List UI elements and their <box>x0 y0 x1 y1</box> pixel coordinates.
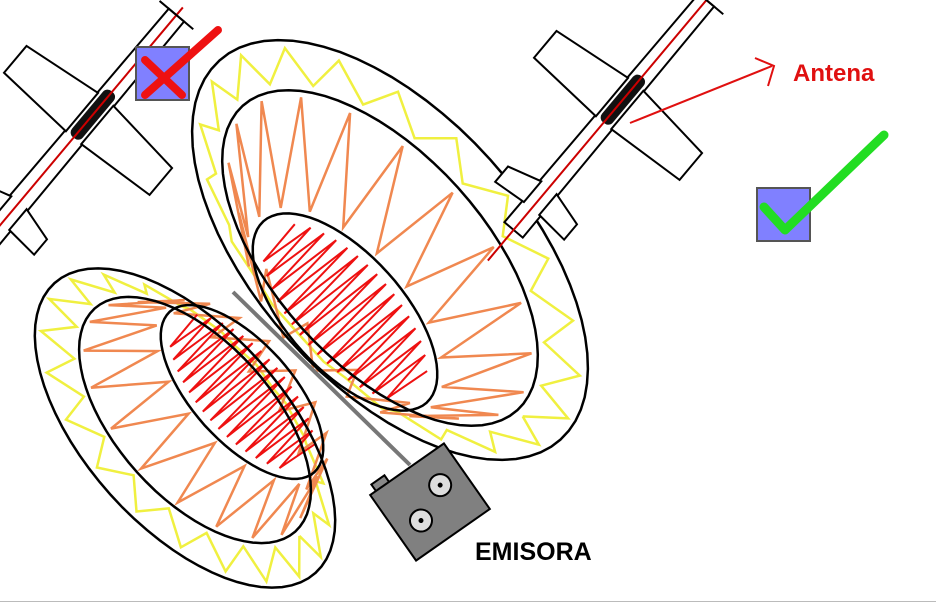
outer-field-boundary-upper <box>190 38 590 462</box>
middle-field-zigzag-upper <box>227 97 532 420</box>
middle-field-boundary-lower <box>77 295 313 545</box>
antenna-label: Antena <box>793 60 875 87</box>
transmitter-label: EMISORA <box>475 538 592 566</box>
inner-field-zigzag-lower <box>169 313 315 469</box>
transmitter <box>368 442 492 562</box>
middle-field-boundary-upper <box>220 88 540 428</box>
transmitter-antenna <box>231 290 412 467</box>
antenna-pointer-arrow <box>629 65 773 124</box>
inner-field-boundary-lower <box>159 303 325 481</box>
inner-field-boundary-upper <box>251 212 439 412</box>
outer-field-boundary-lower <box>33 267 337 589</box>
check-mark-icon <box>756 130 889 242</box>
radiation-field <box>33 38 590 589</box>
middle-field-zigzag-lower <box>83 298 329 539</box>
cross-mark-icon <box>135 26 222 101</box>
